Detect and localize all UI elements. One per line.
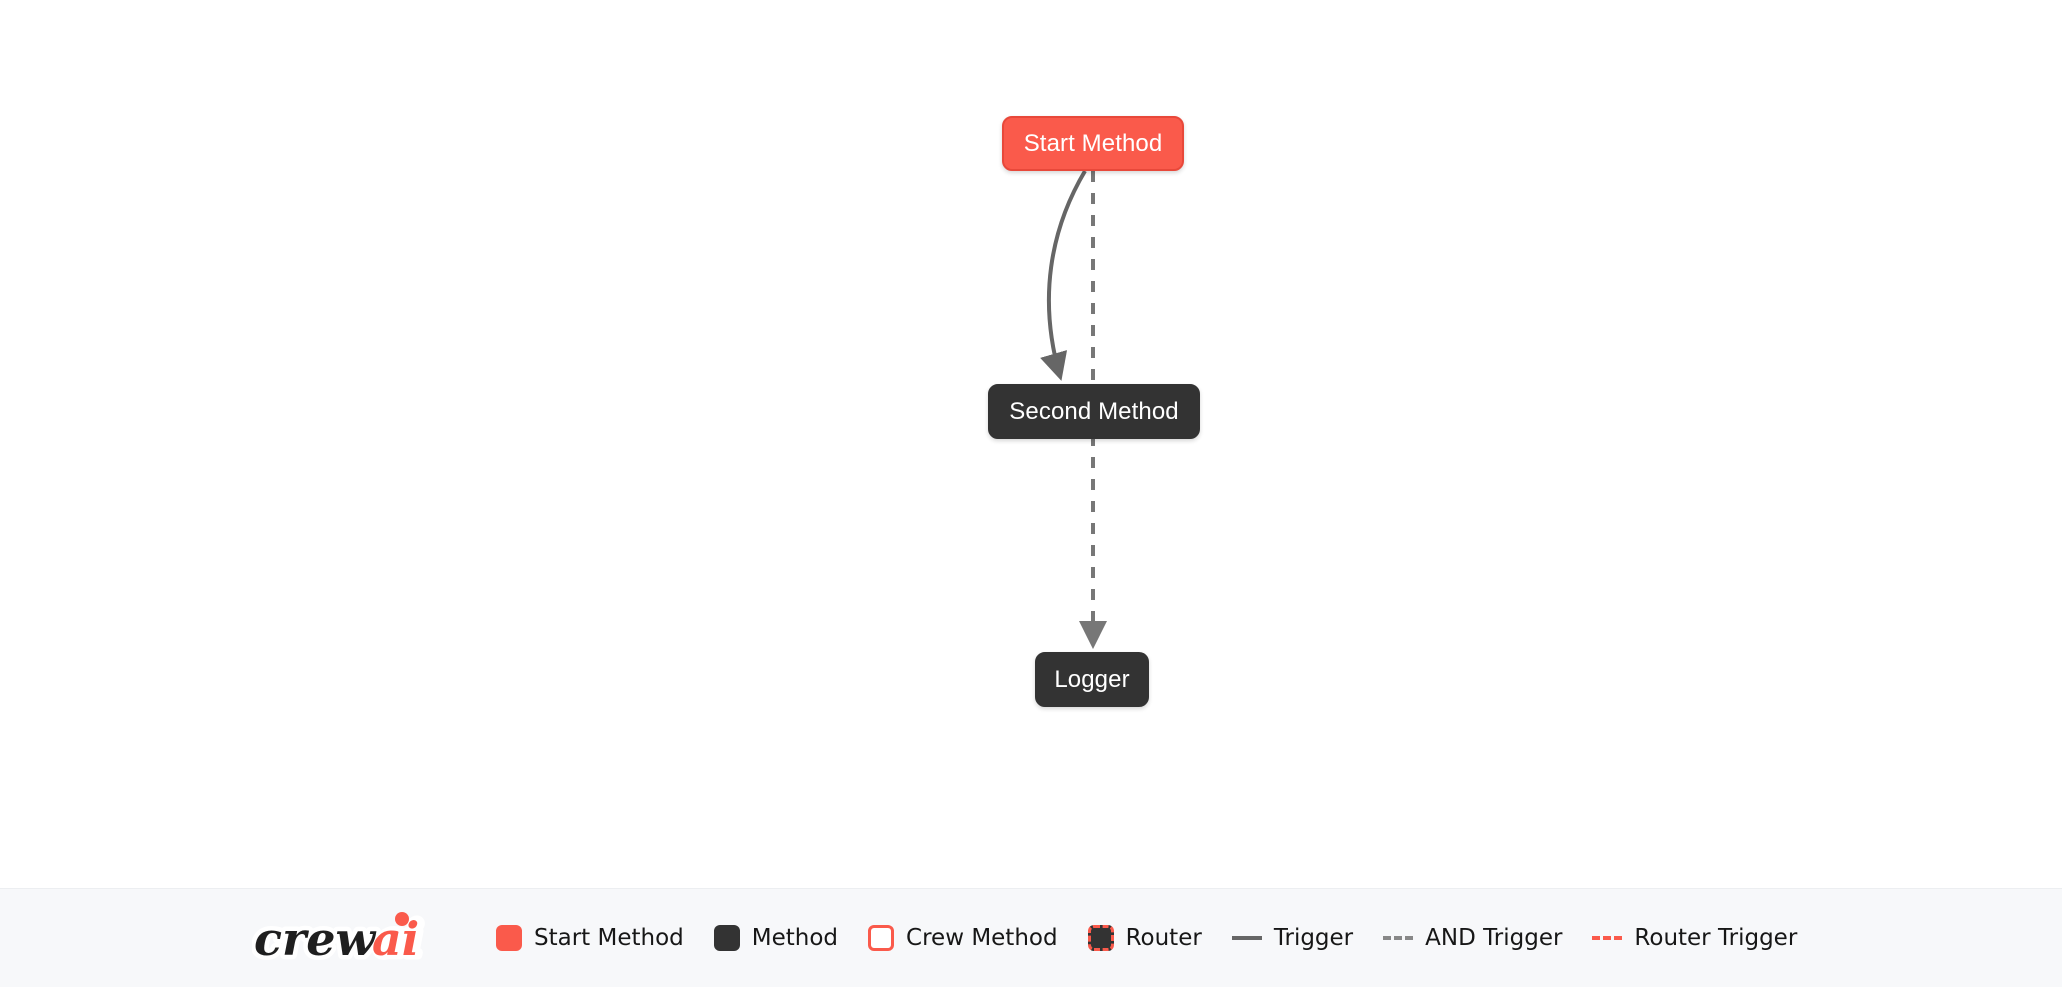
legend-item-trigger[interactable]: Trigger	[1231, 924, 1354, 951]
node-start-method-label: Start Method	[1023, 129, 1163, 157]
legend-item-router-trigger[interactable]: Router Trigger	[1592, 924, 1798, 951]
legend-label-method: Method	[751, 924, 839, 951]
crewai-logo: crewai crew ai	[252, 908, 427, 970]
node-second-method[interactable]: Second Method	[988, 384, 1200, 439]
trigger-line	[1231, 936, 1262, 940]
legend-bar: crewai crew ai Start Method Method Crew …	[0, 888, 2062, 987]
router-swatch	[1087, 925, 1114, 951]
legend-label-router-trigger: Router Trigger	[1634, 924, 1798, 951]
legend-item-start-method[interactable]: Start Method	[496, 925, 684, 951]
edge-layer	[1040, 169, 1107, 650]
legend-item-method[interactable]: Method	[713, 924, 839, 951]
node-logger[interactable]: Logger	[1035, 652, 1149, 707]
legend-label-and-trigger: AND Trigger	[1425, 924, 1563, 951]
start-method-swatch	[496, 925, 522, 951]
legend-label-trigger: Trigger	[1273, 924, 1354, 951]
and-trigger-line	[1383, 936, 1414, 940]
crew-method-swatch	[868, 925, 895, 951]
node-second-method-label: Second Method	[1009, 397, 1179, 425]
flow-canvas[interactable]: Start Method Second Method Logger	[0, 0, 2062, 888]
legend-label-crew-method: Crew Method	[906, 924, 1058, 951]
legend-item-router[interactable]: Router	[1087, 924, 1202, 951]
edge-start-to-second[interactable]	[1040, 169, 1087, 381]
legend-item-crew-method[interactable]: Crew Method	[868, 925, 1058, 951]
crewai-logo-crew: crew	[254, 912, 377, 966]
node-start-method[interactable]: Start Method	[1002, 116, 1184, 171]
router-trigger-line	[1592, 936, 1623, 940]
legend-item-and-trigger[interactable]: AND Trigger	[1383, 924, 1563, 951]
legend-label-start-method: Start Method	[534, 924, 684, 951]
method-swatch	[713, 925, 740, 951]
crewai-logo-dot	[395, 912, 409, 926]
legend-label-router: Router	[1125, 924, 1202, 951]
node-logger-label: Logger	[1054, 665, 1130, 693]
